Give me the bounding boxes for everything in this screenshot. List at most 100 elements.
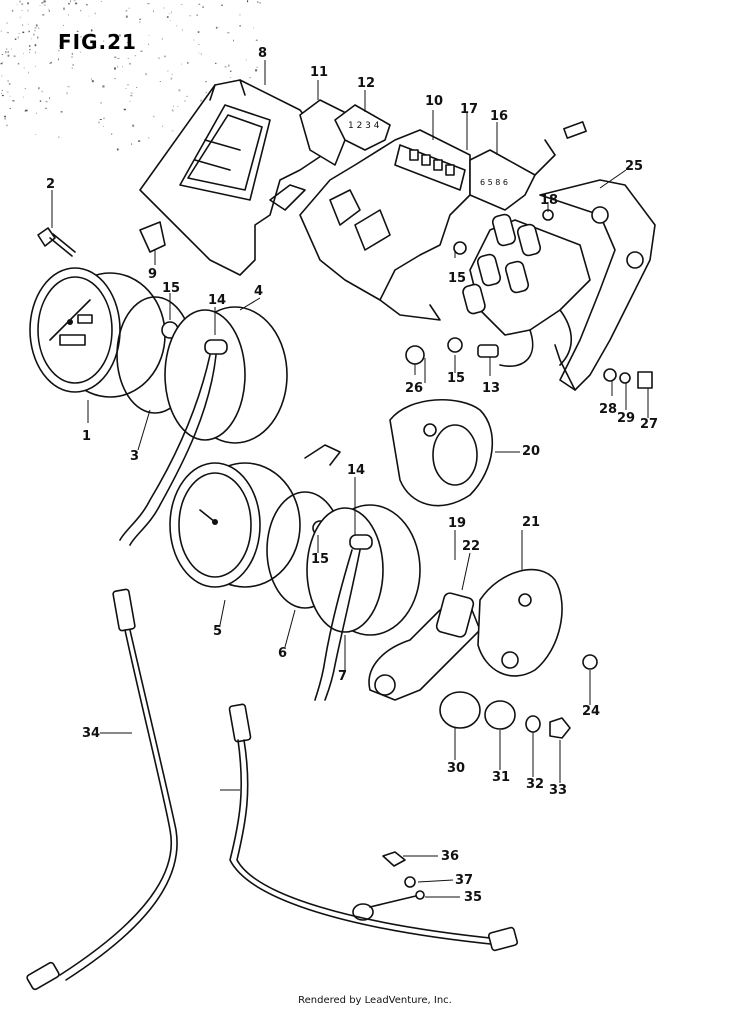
scan-speck [117, 65, 119, 68]
callout-17: 17 [460, 102, 479, 117]
scan-speck [114, 78, 116, 80]
scan-speck [38, 87, 40, 90]
clip-part-9 [139, 221, 166, 253]
cover-part-20 [389, 398, 494, 507]
callout-11: 11 [310, 65, 329, 80]
scan-speck [177, 106, 179, 107]
scan-speck [100, 1, 102, 2]
scan-speck [1, 75, 3, 77]
scan-speck [127, 58, 130, 59]
scan-speck [197, 31, 200, 33]
scan-speck [170, 77, 173, 80]
scan-speck [130, 92, 133, 94]
callout-15-grommet: 15 [447, 371, 466, 386]
scan-speck [102, 85, 105, 88]
scan-speck [138, 140, 141, 142]
hardware-parts-23-29-32 [439, 654, 598, 739]
callout-35: 36 [441, 849, 460, 864]
callout-24: 25 [625, 159, 644, 174]
scan-speck [176, 25, 178, 27]
callout-26: 27 [640, 417, 659, 432]
scan-speck [136, 87, 138, 88]
callout-4: 4 [254, 284, 264, 299]
callout-22: 22 [462, 539, 481, 554]
scan-speck [71, 67, 73, 69]
cover-part-21 [477, 568, 563, 677]
scan-speck [132, 124, 135, 127]
scan-speck [198, 44, 200, 45]
tachometer-part-5 [169, 462, 301, 588]
scan-speck [122, 66, 123, 68]
callout-25: 26 [405, 381, 424, 396]
scan-speck [79, 51, 82, 53]
scan-speck [22, 24, 24, 26]
scan-speck [255, 69, 258, 72]
scan-speck [117, 58, 120, 59]
scan-speck [180, 4, 183, 5]
callout-14-speedo: 14 [208, 293, 227, 308]
scan-speck [73, 0, 76, 2]
scan-speck [75, 2, 78, 5]
callout-14-tacho: 14 [347, 463, 366, 478]
callout-13: 13 [482, 381, 501, 396]
scan-speck [19, 0, 22, 3]
scan-speck [99, 119, 102, 120]
scan-speck [4, 115, 6, 118]
scan-speck [187, 61, 189, 64]
scan-speck [126, 41, 129, 44]
scan-speck [58, 58, 59, 61]
scan-speck [256, 66, 258, 68]
scan-speck [50, 61, 52, 64]
scan-speck [116, 148, 119, 151]
scan-speck [253, 26, 254, 29]
scan-speck [9, 108, 11, 109]
scan-speck [182, 29, 183, 31]
scan-speck [36, 24, 38, 27]
scan-speck [11, 9, 14, 12]
scan-speck [1, 54, 4, 55]
callout-23: 24 [582, 704, 601, 719]
scan-speck [72, 64, 74, 66]
scan-speck [38, 27, 40, 29]
scan-speck [31, 38, 32, 40]
scan-speck [71, 56, 73, 58]
scan-speck [5, 51, 7, 54]
scan-speck [7, 91, 9, 94]
scan-speck [119, 34, 121, 37]
footer-credit: Rendered by LeadVenture, Inc. [298, 995, 452, 1006]
svg-text:6 5 8 6: 6 5 8 6 [480, 178, 508, 187]
scan-speck [24, 109, 26, 112]
scan-noise [0, 0, 261, 151]
scan-speck [103, 126, 104, 127]
scan-speck [247, 0, 249, 3]
scan-speck [114, 56, 117, 58]
scan-speck [205, 91, 207, 94]
speedometer-case-part-4 [119, 306, 288, 546]
scan-speck [233, 39, 234, 42]
scan-speck [129, 62, 131, 65]
scan-speck [34, 65, 36, 68]
scan-speck [198, 52, 200, 54]
scan-speck [186, 95, 188, 97]
scan-speck [58, 136, 60, 138]
callout-29: 30 [447, 761, 466, 776]
scan-speck [224, 66, 227, 68]
scan-speck [80, 36, 82, 38]
scan-speck [6, 48, 8, 50]
scan-speck [25, 109, 28, 112]
scan-speck [145, 73, 147, 76]
scan-speck [0, 30, 2, 32]
scan-speck [181, 63, 182, 65]
speedometer-part-1 [29, 267, 166, 398]
scan-speck [27, 2, 29, 5]
scan-speck [123, 108, 126, 111]
callout-30: 31 [492, 770, 511, 785]
callout-6: 6 [278, 646, 288, 661]
callout-15-top: 15 [448, 271, 467, 286]
bracket-part-19 [368, 592, 481, 701]
scan-speck [129, 33, 132, 34]
scan-speck [228, 64, 230, 67]
scan-speck [37, 36, 39, 39]
scan-speck [39, 5, 41, 6]
scan-speck [1, 89, 3, 92]
